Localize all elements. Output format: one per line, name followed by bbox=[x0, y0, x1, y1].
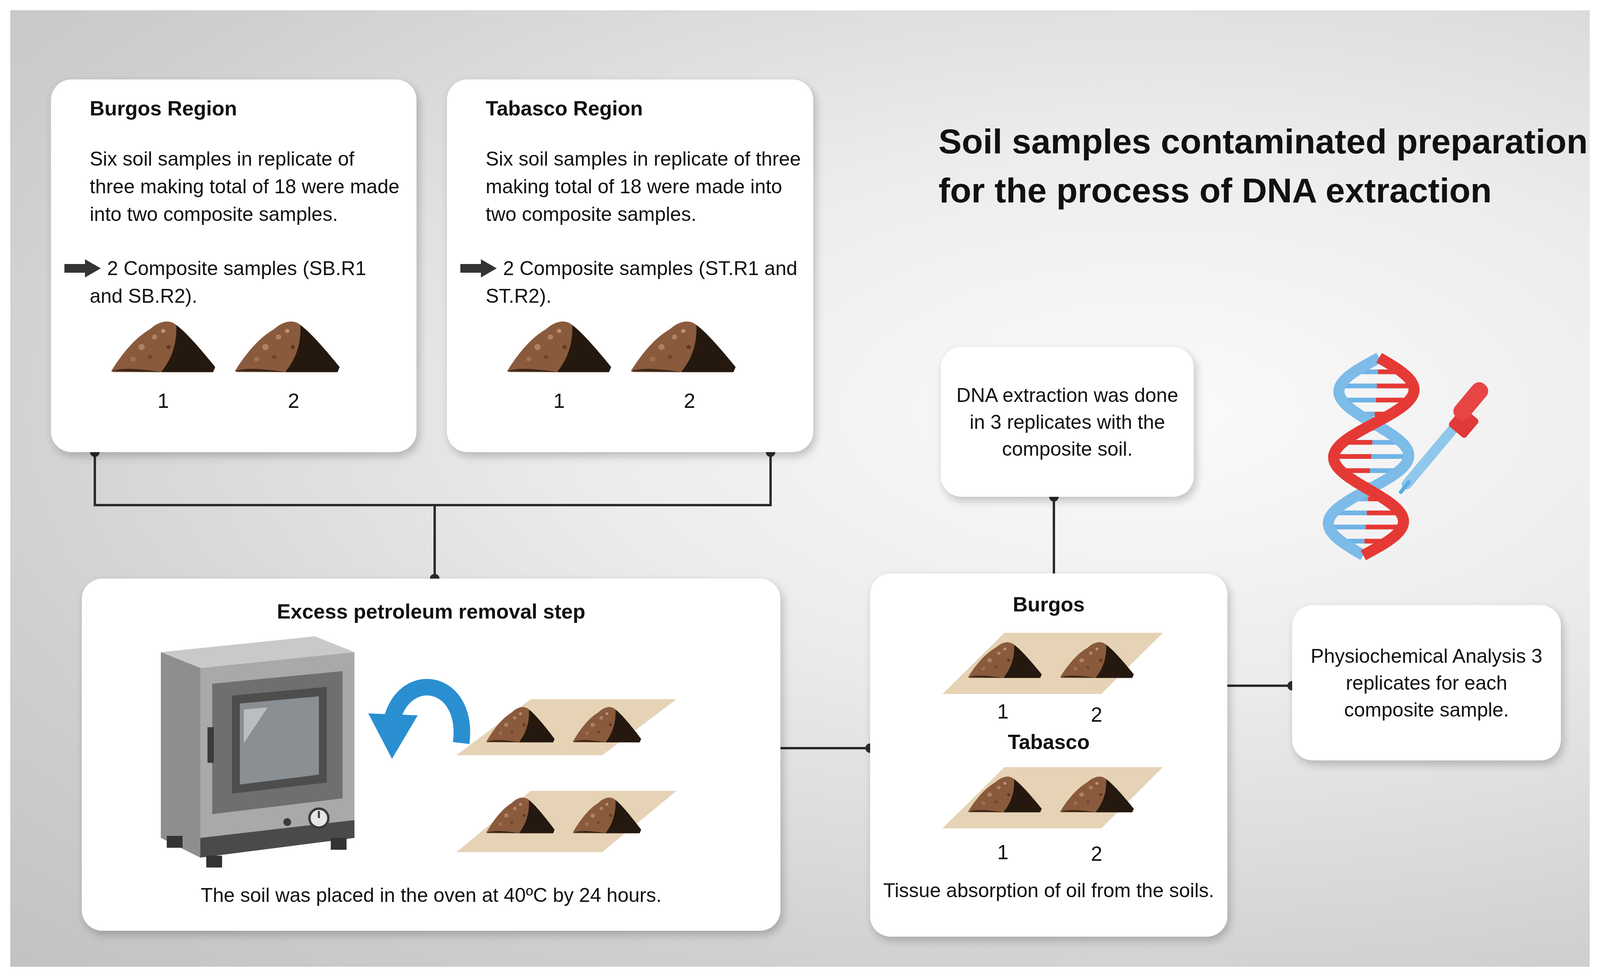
connector-line bbox=[94, 452, 435, 579]
panel-result: 2 Composite samples (ST.R1 and ST.R2). bbox=[485, 254, 802, 310]
box-text: DNA extraction was done in 3 replicates … bbox=[950, 381, 1185, 463]
panel-box: Burgos 12Tabasco 12Tissue absorption of … bbox=[870, 573, 1228, 937]
oven-and-trays bbox=[81, 624, 781, 882]
pile-row: 12 bbox=[50, 309, 417, 417]
soil-pile-pair bbox=[50, 309, 417, 377]
panel-note: Tissue absorption of oil from the soils. bbox=[881, 877, 1216, 904]
callout-number: 1 bbox=[997, 840, 1009, 864]
pile-row: 12 bbox=[446, 309, 814, 417]
soil-pile-pair bbox=[446, 309, 814, 377]
diagram-title: Soil samples contaminated preparation fo… bbox=[938, 116, 1595, 215]
connector-line bbox=[1227, 684, 1293, 687]
callout-number: 1 bbox=[157, 388, 170, 413]
process-box: DNA extraction was done in 3 replicates … bbox=[940, 346, 1194, 497]
pointer-arrow bbox=[460, 259, 497, 278]
callout-number: 2 bbox=[684, 388, 696, 413]
oven-picture bbox=[81, 624, 781, 882]
panel-body: Six soil samples in replicate of three m… bbox=[89, 145, 405, 229]
panel-heading: Tabasco Region bbox=[485, 95, 802, 122]
panel-box: Tabasco RegionSix soil samples in replic… bbox=[446, 79, 814, 453]
pointer-arrow bbox=[64, 259, 101, 278]
tray-heading: Burgos bbox=[881, 591, 1216, 618]
callout-number: 1 bbox=[553, 388, 566, 413]
connector-line bbox=[434, 452, 771, 579]
callout-number: 2 bbox=[1091, 702, 1103, 727]
panel-heading: Burgos Region bbox=[89, 95, 405, 122]
callout-number: 2 bbox=[288, 388, 300, 413]
box-text: Physiochemical Analysis 3 replicates for… bbox=[1301, 642, 1552, 724]
panel-heading: Excess petroleum removal step bbox=[93, 598, 769, 625]
connector-line bbox=[1052, 496, 1056, 574]
callout-number: 2 bbox=[1091, 841, 1103, 866]
pipette-icon bbox=[1400, 378, 1492, 492]
tray-area: 12 bbox=[870, 754, 1228, 870]
panel-note: The soil was placed in the oven at 40ºC … bbox=[93, 881, 769, 909]
tray-area: 12 bbox=[870, 617, 1228, 729]
panel-result: 2 Composite samples (SB.R1 and SB.R2). bbox=[89, 254, 405, 310]
tissue-tray bbox=[870, 754, 1228, 870]
process-box: Physiochemical Analysis 3 replicates for… bbox=[1292, 604, 1561, 761]
panel-box: Burgos RegionSix soil samples in replica… bbox=[50, 79, 417, 453]
callout-number: 1 bbox=[997, 699, 1009, 724]
tissue-tray bbox=[870, 617, 1228, 722]
panel-body: Six soil samples in replicate of three m… bbox=[485, 145, 802, 229]
panel-box: Excess petroleum removal step The soil w… bbox=[81, 578, 781, 931]
connector-line bbox=[780, 746, 871, 750]
tray-heading: Tabasco bbox=[881, 728, 1216, 755]
